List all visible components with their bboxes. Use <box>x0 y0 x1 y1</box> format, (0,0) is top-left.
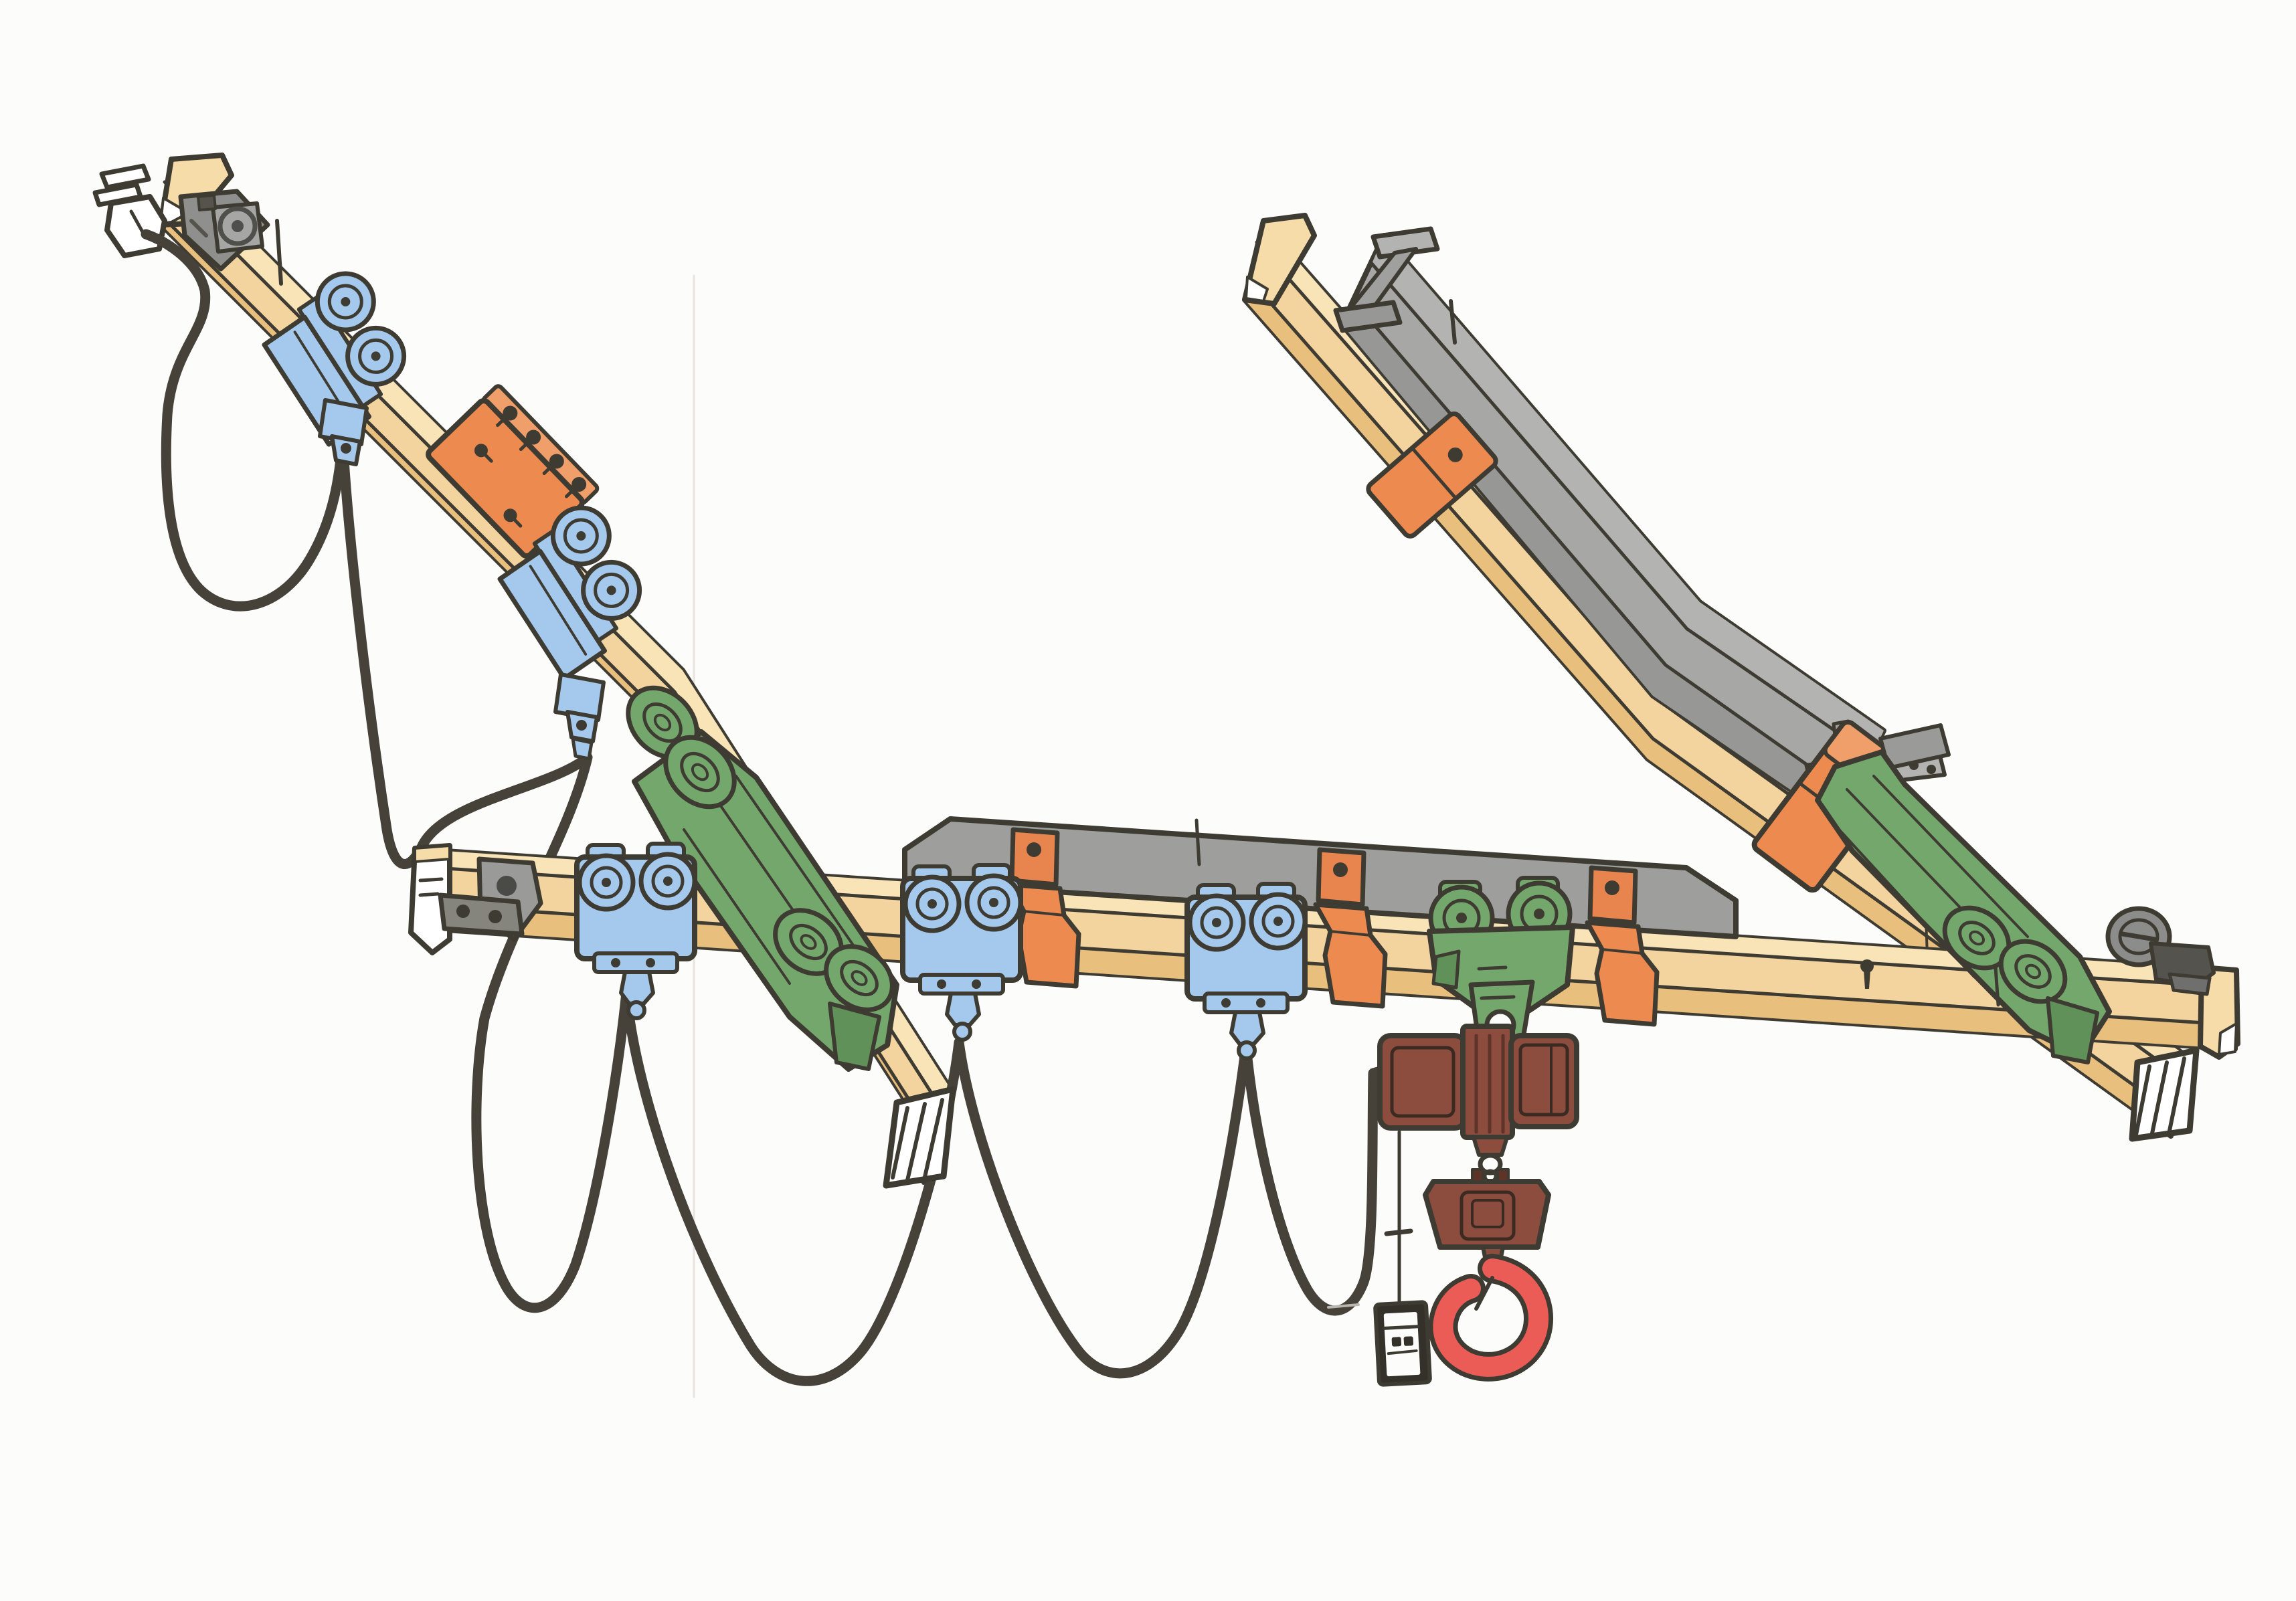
pendant-control <box>1373 1300 1432 1387</box>
cable-trolley-b-hanger <box>553 672 606 761</box>
runway-strap-clamp-3 <box>1585 865 1660 1027</box>
runway-strap-clamp-1 <box>1006 827 1081 989</box>
right-rail-upper-beam-clamp <box>1366 411 1498 539</box>
cable-trolley-a <box>262 271 407 447</box>
cable-trolley-c3 <box>1184 882 1308 1060</box>
suspension-bracket-left <box>626 685 899 1072</box>
left-rail-end-clamp <box>178 189 270 272</box>
cable-trolley-c2 <box>900 863 1023 1042</box>
left-rail-splice-clamp <box>426 384 600 559</box>
load-hook <box>1428 1254 1553 1382</box>
right-rail-cut-end <box>2129 1047 2200 1142</box>
cable-trolley-a-hanger <box>318 398 369 466</box>
runway-strap-clamp-2 <box>1313 847 1388 1009</box>
left-rail-cut-end <box>883 1086 956 1189</box>
chain-hoist <box>1377 1024 1579 1184</box>
pendant-cable <box>1327 1130 1413 1309</box>
hoist-trolley <box>1427 876 1575 1065</box>
cable-trolley-c1 <box>574 842 697 1020</box>
hook-block <box>1423 1168 1551 1269</box>
runway-left-end-stop <box>438 856 543 942</box>
festoon-cable <box>141 229 1388 1386</box>
runway-right-end-stop <box>2105 906 2216 996</box>
suspension-bracket-right <box>1815 723 2112 1064</box>
